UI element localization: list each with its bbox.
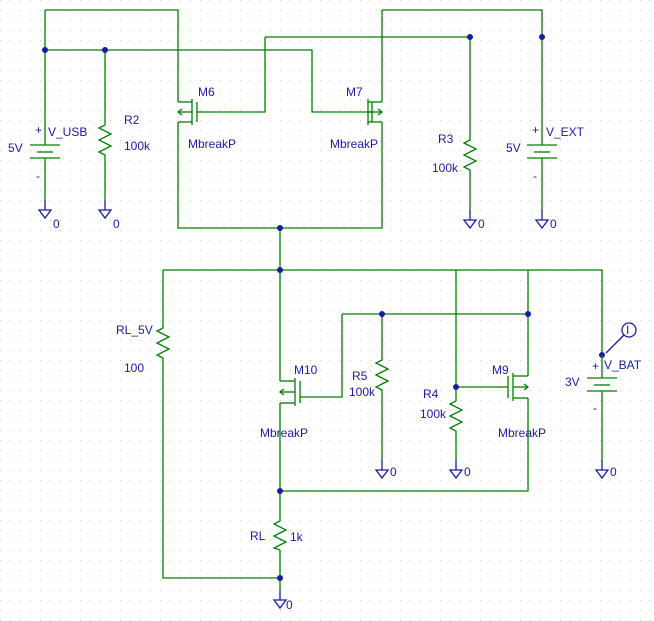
m9-model: MbreakP <box>498 426 546 440</box>
ground-v-ext: 0 <box>535 209 557 231</box>
ground-label: 0 <box>478 217 485 231</box>
v-bat-name: V_BAT <box>604 358 642 372</box>
current-probe-icon[interactable]: I <box>605 322 637 354</box>
ground-r2: 0 <box>98 199 120 231</box>
rl-value: 1k <box>290 530 304 544</box>
svg-text:+: + <box>532 123 539 137</box>
m10-name: M10 <box>294 363 318 377</box>
ground-label: 0 <box>286 598 293 612</box>
ground-label: 0 <box>610 465 617 479</box>
current-probe-symbol: I <box>626 323 629 337</box>
m10-model: MbreakP <box>260 426 308 440</box>
svg-text:+: + <box>592 359 599 373</box>
v-ext-source[interactable]: + - V_EXT 5V <box>506 123 585 210</box>
svg-text:-: - <box>533 169 537 183</box>
ground-r4: 0 <box>449 459 471 479</box>
ground-r5: 0 <box>375 459 397 479</box>
r3-value: 100k <box>432 161 459 175</box>
svg-text:+: + <box>35 123 42 137</box>
m9-mosfet[interactable]: M9 MbreakP <box>492 363 546 440</box>
svg-text:-: - <box>36 169 40 183</box>
m6-name: M6 <box>198 85 215 99</box>
r4-value: 100k <box>420 407 447 421</box>
ground-label: 0 <box>550 217 557 231</box>
v-ext-name: V_EXT <box>546 125 585 139</box>
ground-r3: 0 <box>463 209 485 231</box>
ground-v-bat: 0 <box>595 459 617 479</box>
r3-resistor[interactable]: R3 100k <box>432 132 478 210</box>
ground-label: 0 <box>113 217 120 231</box>
r2-value: 100k <box>124 139 151 153</box>
r2-resistor[interactable]: R2 100k <box>97 113 151 200</box>
v-usb-value: 5V <box>8 141 23 155</box>
ground-v-usb: 0 <box>38 199 60 231</box>
r4-resistor[interactable]: R4 100k <box>420 387 464 460</box>
v-ext-value: 5V <box>506 141 521 155</box>
rl-name: RL <box>250 529 266 543</box>
v-usb-name: V_USB <box>48 125 87 139</box>
rl-5v-value: 100 <box>124 361 144 375</box>
m6-mosfet[interactable]: M6 MbreakP <box>176 85 236 151</box>
ground-rl: 0 <box>273 589 293 612</box>
rl-5v-name: RL_5V <box>116 323 153 337</box>
v-bat-source[interactable]: + - V_BAT 3V <box>565 355 642 460</box>
svg-text:-: - <box>593 401 597 415</box>
r5-resistor[interactable]: R5 100k <box>349 355 390 460</box>
junction-dots <box>42 34 605 581</box>
wires <box>44 9 603 590</box>
v-usb-source[interactable]: + - V_USB 5V <box>8 123 87 200</box>
rl-5v-resistor[interactable]: RL_5V 100 <box>116 323 171 375</box>
ground-label: 0 <box>390 465 397 479</box>
m9-name: M9 <box>492 363 509 377</box>
m7-mosfet[interactable]: M7 MbreakP <box>330 85 384 151</box>
v-bat-value: 3V <box>565 375 580 389</box>
m10-mosfet[interactable]: M10 MbreakP <box>260 363 318 440</box>
m6-model: MbreakP <box>188 137 236 151</box>
ground-label: 0 <box>464 465 471 479</box>
m7-name: M7 <box>346 85 363 99</box>
m7-model: MbreakP <box>330 137 378 151</box>
rl-resistor[interactable]: RL 1k <box>250 518 304 551</box>
r5-value: 100k <box>349 385 376 399</box>
ground-label: 0 <box>53 217 60 231</box>
r4-name: R4 <box>423 387 439 401</box>
r2-name: R2 <box>124 113 140 127</box>
r5-name: R5 <box>352 369 368 383</box>
r3-name: R3 <box>438 132 454 146</box>
